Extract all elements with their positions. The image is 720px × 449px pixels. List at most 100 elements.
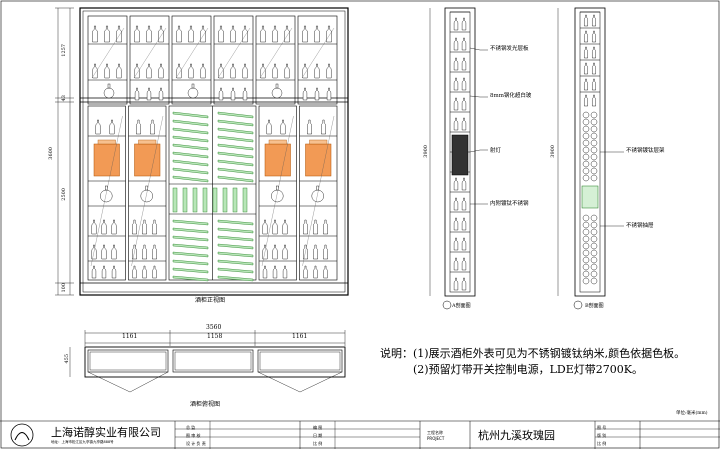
bottle [152,219,157,235]
section-b-label-2: 不锈钢抽屉 [626,223,654,229]
bottle [134,87,140,101]
bottle [146,87,152,101]
bottle [92,63,98,79]
stacked-bottle [582,277,590,285]
section-a-label-1: 不锈钢发光层板 [490,46,529,52]
globe-bottle [271,189,284,203]
bottle [101,244,107,260]
tb-date: 日 期 [313,433,323,438]
rack-bottle [217,275,254,282]
bottle [453,257,459,271]
bottle [461,17,467,31]
rack-bottle [217,119,254,127]
lower-door [299,105,338,281]
section-b-label-1: 不锈钢镀钛层架 [626,148,665,154]
bottle [230,63,236,79]
rack-bottle [217,267,254,274]
bottle [453,237,459,251]
rack-bottle [202,187,208,213]
bottle [584,78,588,91]
stacked-bottle [590,235,598,243]
bottle [95,119,101,135]
globe-bottle [311,189,324,203]
note-item-2: (2)预留灯带开关控制电源，LDE灯带2700K。 [413,363,643,376]
top-compartment [87,349,169,373]
top-door [213,15,254,105]
bottle [461,37,467,51]
bottle [132,219,137,235]
stacked-bottle [590,270,598,278]
bottle [592,46,596,59]
bottle [302,25,308,43]
bottle [314,87,320,101]
section-a-label-4: 内附镀钛不锈钢 [490,201,529,207]
bottle [326,87,332,101]
stacked-bottle [582,256,590,264]
bottle [272,63,278,79]
bottle [584,62,588,75]
section-a-label-3: 射灯 [490,148,502,154]
bottle [200,63,206,79]
bottle [230,25,236,43]
top-dim-right: 1161 [292,333,308,340]
bottle-neck [191,83,195,89]
top-compartment-inner [174,351,252,371]
stacked-bottle [590,228,598,236]
bottle [453,97,459,111]
stacked-bottle [590,125,598,133]
bottle [321,119,326,135]
bottle [134,63,140,79]
bottle [313,265,318,279]
stacked-bottle [590,249,598,257]
rack-bottle [217,143,254,151]
section-marker [573,300,583,310]
bottle [92,25,98,43]
bottle [116,25,122,43]
bottle [242,87,248,101]
globe-bottle [103,87,115,99]
stacked-bottle [590,256,598,264]
glass-hatch [133,27,167,79]
bottle-neck [107,83,111,89]
bottle [111,244,117,260]
display-box-lid [268,139,287,145]
stacked-bottle [590,214,598,222]
top-door [129,15,170,105]
bottle [101,219,107,235]
globe-bottle [100,189,113,203]
stacked-bottle [582,139,590,147]
rack-bottle [172,175,209,183]
bottle [592,62,596,75]
bottle [146,63,152,79]
bottle [303,265,308,279]
rack-bottle [172,143,209,151]
bottle [272,265,278,279]
bottle [242,63,248,79]
bottle [218,25,224,43]
bottle [272,244,278,260]
section-b [557,7,624,310]
bottle [453,217,459,231]
globe-bottle [187,87,199,99]
stacked-bottle [582,221,590,229]
stacked-bottle [582,214,590,222]
glass-hatch [90,115,123,267]
bottle [592,78,596,91]
bottle [230,87,236,101]
leader [469,149,481,153]
stacked-bottle [582,270,590,278]
door-swing [299,371,343,393]
bottle [272,219,278,235]
bottle [461,97,467,111]
bottle [323,219,328,235]
bottle [91,219,97,235]
bottle [116,63,122,79]
bottle [326,25,332,43]
rack-bottle [232,187,238,213]
rack-bottle [217,219,254,226]
section-b-inner [579,11,601,293]
top-outline [84,346,346,378]
top-door [297,15,338,105]
bottle [584,14,588,27]
